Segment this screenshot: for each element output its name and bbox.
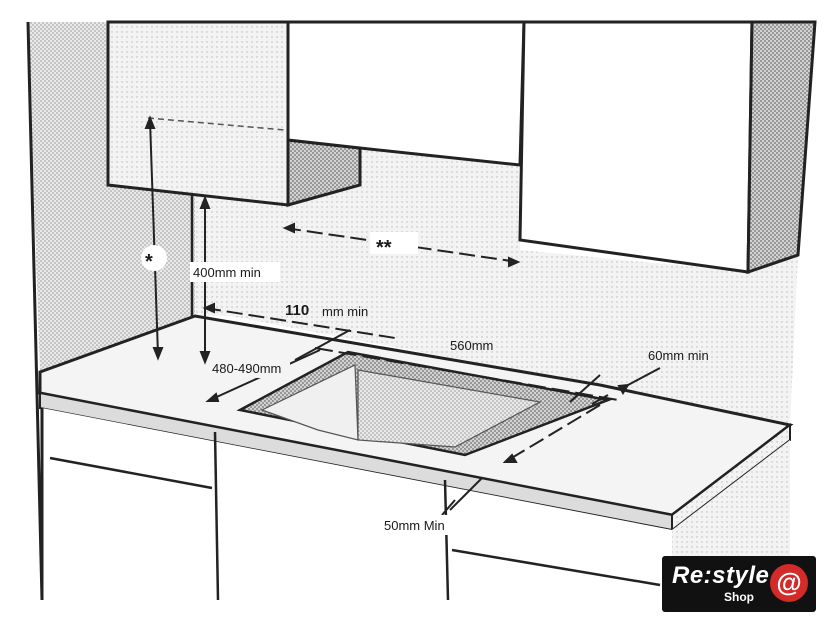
label-110-unit: mm min xyxy=(322,304,368,319)
dimension-labels: * ** 400mm min 110 mm min 560mm 480-490m… xyxy=(141,232,709,535)
label-560mm: 560mm xyxy=(450,338,493,353)
hob-cutout xyxy=(236,350,613,457)
shop-logo: Re:style Shop @ xyxy=(662,556,816,612)
label-480-bg xyxy=(210,358,290,378)
label-star-double-bg xyxy=(370,232,418,254)
right-wall-cabinet xyxy=(518,20,817,275)
label-star-double: ** xyxy=(376,237,392,259)
back-wall xyxy=(26,21,798,601)
label-400mm-min: 400mm min xyxy=(193,265,261,280)
star-marker-bg xyxy=(141,245,167,271)
label-star-single: * xyxy=(145,251,153,273)
logo-main-text: Re:style xyxy=(672,562,770,589)
label-480-490mm: 480-490mm xyxy=(212,361,281,376)
logo-sub-text: Shop xyxy=(724,590,754,604)
logo-at-icon: @ xyxy=(770,564,808,602)
middle-wall-cabinet xyxy=(286,20,526,167)
label-50mm-min: 50mm Min xyxy=(384,518,445,533)
label-400-bg xyxy=(190,262,280,282)
label-110: 110 xyxy=(285,302,309,319)
label-50-bg xyxy=(380,515,460,535)
left-wall-cabinet xyxy=(106,20,362,207)
label-60mm-min: 60mm min xyxy=(648,348,709,363)
